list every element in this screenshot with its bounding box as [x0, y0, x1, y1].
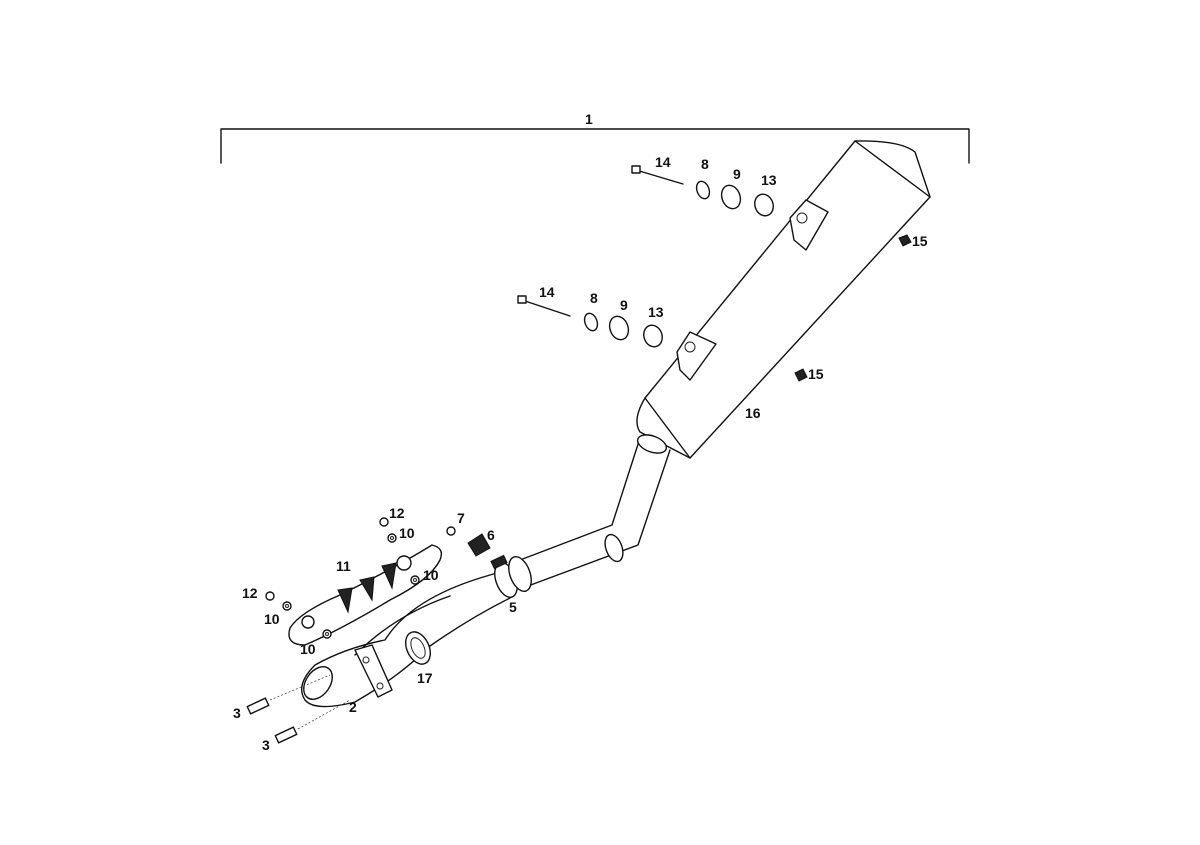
header-pipe — [301, 565, 521, 708]
silencer-tab-upper — [789, 199, 829, 251]
label-washer-shield-b: 10 — [423, 567, 439, 583]
label-washer-shield-a: 10 — [399, 525, 415, 541]
label-grommet-top: 9 — [733, 166, 741, 182]
silencer-tab-lower — [676, 331, 717, 381]
header-flange — [354, 644, 393, 698]
label-screw: 7 — [457, 510, 465, 526]
label-washer-shield-c: 10 — [264, 611, 280, 627]
label-clip: 6 — [487, 527, 495, 543]
label-heat-shield: 11 — [336, 558, 351, 574]
label-spacer-mid: 13 — [648, 304, 664, 320]
label-grommet-mid: 9 — [620, 297, 628, 313]
heat-shield — [288, 544, 443, 646]
label-spacer-top: 13 — [761, 172, 777, 188]
lower-mount-hardware — [517, 295, 663, 348]
silencer — [636, 140, 931, 459]
pipe-clamp — [490, 554, 532, 598]
label-silencer: 16 — [745, 405, 761, 421]
upper-mount-hardware — [631, 165, 774, 217]
fastener-set — [265, 517, 491, 639]
label-bolt-b: 3 — [262, 737, 270, 753]
silencer-nuts — [794, 234, 912, 382]
label-clamp: 5 — [509, 599, 517, 615]
label-screw-shield-top: 12 — [389, 505, 405, 521]
label-bolt-long-mid: 14 — [539, 284, 555, 300]
label-washer-shield-d: 10 — [300, 641, 316, 657]
label-nut-top: 15 — [912, 233, 928, 249]
label-washer-mid: 8 — [590, 290, 598, 306]
flange-bolts — [246, 674, 351, 744]
exhaust-gasket — [405, 631, 431, 665]
label-gasket: 17 — [417, 670, 433, 686]
assembly-bracket — [220, 128, 970, 164]
label-assembly: 1 — [585, 111, 593, 127]
label-bolt-a: 3 — [233, 705, 241, 721]
connecting-pipe — [519, 434, 671, 587]
label-washer-top: 8 — [701, 156, 709, 172]
label-bolt-long-top: 14 — [655, 154, 671, 170]
label-screw-shield-left: 12 — [242, 585, 258, 601]
callout-labels: 1 2 3 3 5 6 7 8 8 9 9 10 10 10 10 11 12 … — [233, 111, 928, 753]
label-nut-mid: 15 — [808, 366, 824, 382]
label-header-pipe: 2 — [349, 699, 357, 715]
